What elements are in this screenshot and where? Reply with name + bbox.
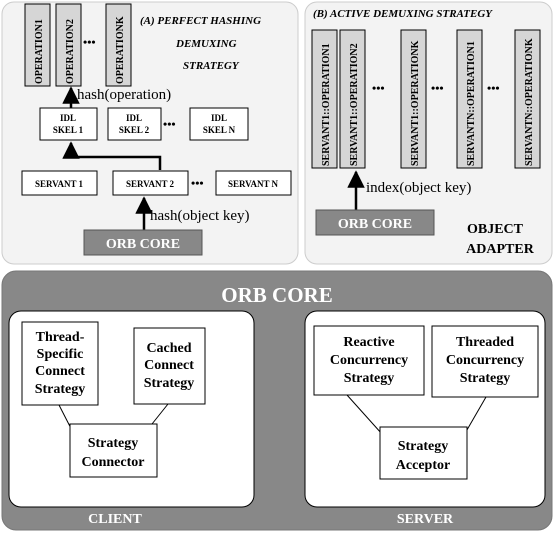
panel-a-perfect-hashing: (A) PERFECT HASHING DEMUXING STRATEGY OP… bbox=[1, 1, 299, 265]
skel-line2: SKEL 1 bbox=[53, 125, 84, 135]
servant-op-box: SERVANT1::OPERATION1 bbox=[311, 29, 338, 169]
cached-connect-box: Cached Connect Strategy bbox=[133, 327, 206, 405]
server-label: SERVER bbox=[397, 512, 454, 527]
strategy-acceptor-line: Strategy bbox=[398, 439, 449, 454]
servant-box: SERVANT 1 bbox=[21, 170, 98, 196]
servant-op-label: SERVANT1::OPERATIONK bbox=[410, 40, 421, 166]
thread-specific-line: Connect bbox=[35, 364, 85, 379]
servant-op-label: SERVANTN::OPERATION1 bbox=[466, 41, 477, 166]
hash-key-label: hash(object key) bbox=[150, 208, 250, 224]
orb-core-box-a: ORB CORE bbox=[83, 229, 203, 256]
thread-specific-line: Strategy bbox=[35, 382, 86, 397]
operation-box: OPERATIONK bbox=[105, 3, 132, 87]
servant-op-box: SERVANT1::OPERATION2 bbox=[339, 29, 366, 169]
skel-line1: IDL bbox=[60, 113, 76, 123]
operation-box: OPERATION2 bbox=[55, 3, 82, 87]
orb-core-label-a: ORB CORE bbox=[106, 237, 180, 252]
idl-skel-box: IDL SKEL 2 bbox=[107, 107, 162, 141]
panel-a-title-line3: STRATEGY bbox=[183, 60, 240, 72]
servant-op-ellipsis: ••• bbox=[431, 81, 444, 95]
orb-core-panel: ORB CORE Thread- Specific Connect Strate… bbox=[1, 270, 553, 531]
threaded-line: Threaded bbox=[456, 335, 514, 350]
cached-connect-line: Strategy bbox=[144, 376, 195, 391]
server-line-left bbox=[346, 394, 383, 435]
reactive-line: Reactive bbox=[343, 335, 394, 350]
client-label: CLIENT bbox=[88, 512, 142, 527]
skel-ellipsis: ••• bbox=[163, 117, 176, 131]
skel-line2: SKEL N bbox=[203, 125, 236, 135]
idl-skel-box: IDL SKEL N bbox=[189, 107, 249, 141]
thread-specific-line: Thread- bbox=[36, 330, 85, 345]
skel-line1: IDL bbox=[211, 113, 227, 123]
thread-specific-line: Specific bbox=[37, 347, 84, 362]
operation-label: OPERATION1 bbox=[34, 19, 45, 84]
servant-label: SERVANT N bbox=[228, 179, 279, 189]
panel-a-title-line1: (A) PERFECT HASHING bbox=[140, 15, 261, 27]
strategy-connector-line: Strategy bbox=[88, 436, 139, 451]
server-section: Reactive Concurrency Strategy Threaded C… bbox=[304, 310, 546, 527]
client-section: Thread- Specific Connect Strategy Cached… bbox=[8, 310, 255, 527]
strategy-connector-line: Connector bbox=[82, 455, 145, 470]
reactive-concurrency-box: Reactive Concurrency Strategy bbox=[313, 325, 425, 396]
servant-label: SERVANT 1 bbox=[35, 179, 84, 189]
threaded-line: Strategy bbox=[460, 371, 511, 386]
servant-label: SERVANT 2 bbox=[126, 179, 175, 189]
panel-b-active-demuxing: (B) ACTIVE DEMUXING STRATEGY SERVANT1::O… bbox=[304, 1, 553, 265]
operation-label: OPERATIONK bbox=[115, 16, 126, 84]
client-line-right bbox=[151, 403, 169, 425]
skel-line1: IDL bbox=[126, 113, 142, 123]
thread-specific-box: Thread- Specific Connect Strategy bbox=[21, 321, 99, 406]
operation-label: OPERATION2 bbox=[65, 19, 76, 84]
cached-connect-line: Cached bbox=[146, 341, 191, 356]
servant-op-label: SERVANT1::OPERATION1 bbox=[321, 43, 332, 166]
servant-op-box: SERVANT1::OPERATIONK bbox=[400, 29, 427, 169]
servant-op-ellipsis: ••• bbox=[487, 81, 500, 95]
object-adapter-line1: OBJECT bbox=[467, 222, 524, 237]
strategy-acceptor-box: Strategy Acceptor bbox=[379, 426, 468, 480]
hash-operation-label: hash(operation) bbox=[77, 87, 171, 103]
servant-to-skel-connector bbox=[62, 141, 162, 170]
skel-line2: SKEL 2 bbox=[119, 125, 150, 135]
servant-op-box: SERVANTN::OPERATION1 bbox=[456, 29, 483, 169]
servant-op-ellipsis: ••• bbox=[372, 81, 385, 95]
servant-op-label: SERVANT1::OPERATION2 bbox=[349, 43, 360, 166]
operation-ellipsis: ••• bbox=[83, 35, 96, 49]
strategy-acceptor-line: Acceptor bbox=[396, 458, 450, 473]
reactive-line: Concurrency bbox=[330, 353, 408, 368]
threaded-concurrency-box: Threaded Concurrency Strategy bbox=[431, 325, 539, 398]
idl-skel-box: IDL SKEL 1 bbox=[39, 107, 98, 141]
operation-box: OPERATION1 bbox=[24, 3, 51, 87]
reactive-line: Strategy bbox=[344, 371, 395, 386]
panel-b-title: (B) ACTIVE DEMUXING STRATEGY bbox=[313, 8, 493, 20]
servant-op-box: SERVANTN::OPERATIONK bbox=[514, 29, 541, 169]
orb-core-label-b: ORB CORE bbox=[338, 217, 412, 232]
servant-box: SERVANT 2 bbox=[112, 170, 189, 196]
servant-op-label: SERVANTN::OPERATIONK bbox=[524, 38, 535, 166]
servant-ellipsis: ••• bbox=[191, 176, 204, 190]
panel-a-title-line2: DEMUXING bbox=[175, 38, 237, 50]
index-key-label: index(object key) bbox=[366, 180, 471, 196]
servant-box: SERVANT N bbox=[215, 170, 292, 196]
cached-connect-line: Connect bbox=[144, 358, 194, 373]
strategy-connector-box: Strategy Connector bbox=[69, 423, 158, 478]
orb-core-title: ORB CORE bbox=[221, 283, 332, 307]
orb-core-box-b: ORB CORE bbox=[315, 209, 435, 236]
object-adapter-line2: ADAPTER bbox=[466, 242, 535, 257]
threaded-line: Concurrency bbox=[446, 353, 524, 368]
